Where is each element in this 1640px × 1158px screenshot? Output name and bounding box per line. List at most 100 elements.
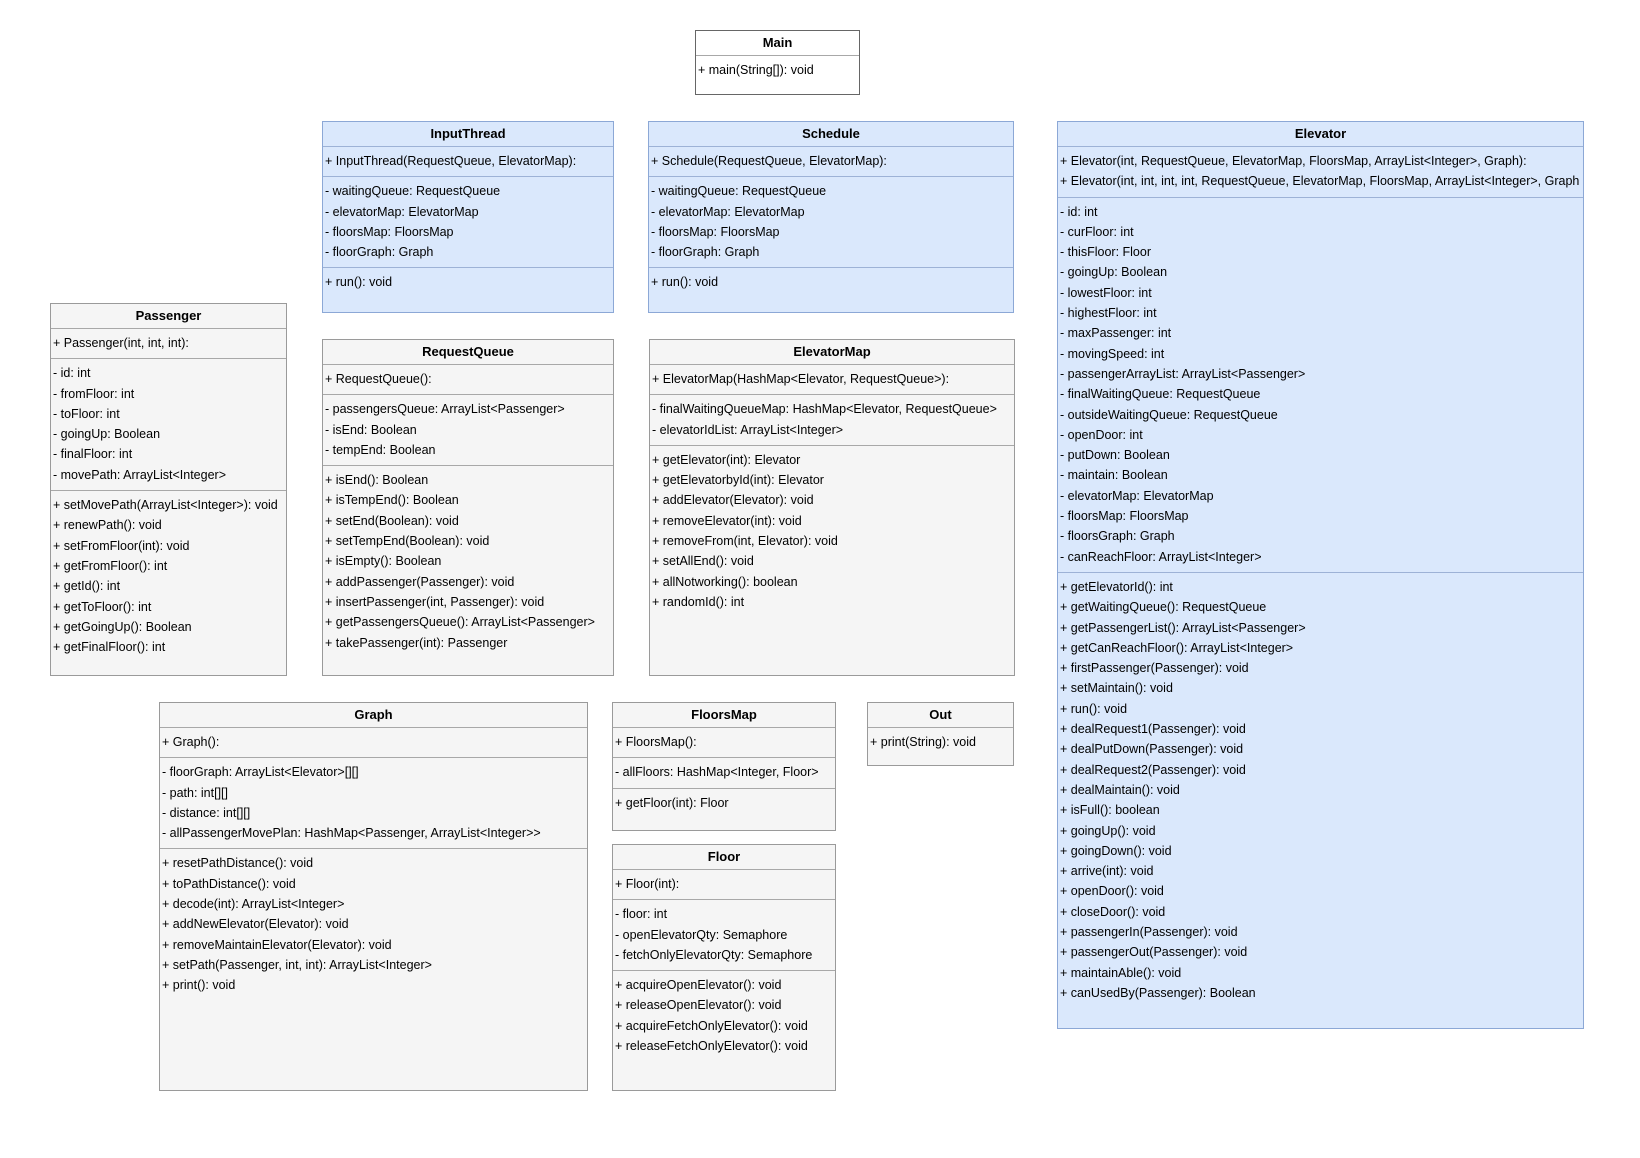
class-member: - movingSpeed: int (1060, 346, 1165, 361)
class-member: - allPassengerMovePlan: HashMap<Passenge… (162, 826, 541, 841)
class-member: + FloorsMap(): (615, 735, 697, 749)
class-member: + run(): void (651, 275, 719, 290)
method-section: + acquireOpenElevator(): void + releaseOp… (613, 971, 835, 1061)
class-member: + isTempEnd(): Boolean (325, 493, 459, 508)
class-member: + acquireOpenElevator(): void (615, 978, 782, 993)
method-section: + getFloor(int): Floor (613, 789, 835, 818)
class-member: - distance: int[][] (162, 805, 251, 820)
class-member: + Schedule(RequestQueue, ElevatorMap): (651, 154, 887, 168)
class-member: + getWaitingQueue(): RequestQueue (1060, 600, 1267, 615)
class-member: + run(): void (325, 275, 393, 290)
attribute-section: - id: int- curFloor: int- thisFloor: Flo… (1058, 198, 1583, 573)
class-member: + dealPutDown(Passenger): void (1060, 742, 1244, 757)
class-graph: Graph+ Graph():- floorGraph: ArrayList<E… (159, 702, 588, 1091)
class-member: - waitingQueue: RequestQueue (325, 184, 501, 199)
class-member: - tempEnd: Boolean (325, 442, 436, 457)
class-title: Passenger (51, 304, 286, 329)
constructor-section: + FloorsMap(): (613, 728, 835, 759)
class-title: Graph (160, 703, 587, 728)
class-member: - floorsMap: FloorsMap (651, 224, 780, 239)
class-request-queue: RequestQueue+ RequestQueue():- passenger… (322, 339, 614, 676)
class-input-thread: InputThread+ InputThread(RequestQueue, E… (322, 121, 614, 313)
class-member: - isEnd: Boolean (325, 422, 417, 437)
attribute-section: - id: int - fromFloor: int - toFloor: int -… (51, 359, 286, 492)
class-member: - openDoor: int (1060, 427, 1143, 442)
class-member: + Passenger(int, int, int): (53, 336, 189, 350)
class-title: InputThread (323, 122, 613, 147)
class-member: + Graph(): (162, 735, 220, 749)
class-member: - lowestFloor: int (1060, 285, 1152, 300)
class-member: + getFinalFloor(): int (53, 640, 166, 655)
class-member: + maintainAble(): void (1060, 965, 1182, 980)
class-member: - finalWaitingQueue: RequestQueue (1060, 387, 1261, 402)
attribute-section: - floor: int- openElevatorQty: Semaphore… (613, 900, 835, 972)
class-member: + main(String[]): void (698, 63, 814, 77)
class-member: + firstPassenger(Passenger): void (1060, 661, 1249, 676)
constructor-section: + InputThread(RequestQueue, ElevatorMap)… (323, 147, 613, 178)
class-title: Out (868, 703, 1013, 728)
class-member: + getPassengersQueue(): ArrayList<Passen… (325, 615, 595, 630)
class-member: - outsideWaitingQueue: RequestQueue (1060, 407, 1278, 422)
class-member: - id: int (53, 366, 91, 381)
class-member: + setTempEnd(Boolean): void (325, 534, 490, 549)
class-member: + allNotworking(): boolean (652, 574, 798, 589)
class-member: + decode(int): ArrayList<Integer> (162, 897, 345, 912)
class-member: + getFromFloor(): int (53, 558, 168, 573)
class-member: + print(): void (162, 978, 236, 993)
class-member: - elevatorMap: ElevatorMap (1060, 488, 1214, 503)
class-elevator-map: ElevatorMap+ ElevatorMap(HashMap<Elevato… (649, 339, 1015, 676)
class-title: ElevatorMap (650, 340, 1014, 365)
class-member: + getElevatorbyId(int): Elevator (652, 473, 824, 488)
class-title: FloorsMap (613, 703, 835, 728)
class-member: + dealRequest2(Passenger): void (1060, 762, 1246, 777)
class-member: + setMovePath(ArrayList<Integer>): void (53, 498, 278, 513)
class-member: + takePassenger(int): Passenger (325, 635, 508, 650)
class-member: + closeDoor(): void (1060, 904, 1166, 919)
class-member: + passengerIn(Passenger): void (1060, 924, 1238, 939)
method-section: + getElevator(int): Elevator+ getElevato… (650, 446, 1014, 617)
class-member: - highestFloor: int (1060, 306, 1157, 321)
class-member: + setFromFloor(int): void (53, 538, 190, 553)
constructor-section: + Passenger(int, int, int): (51, 329, 286, 360)
class-member: + isEnd(): Boolean (325, 473, 429, 488)
class-member: - floorsMap: FloorsMap (325, 224, 454, 239)
class-elevator: Elevator + Elevator(int, RequestQueue, El… (1057, 121, 1584, 1029)
attribute-section: - allFloors: HashMap<Integer, Floor> (613, 758, 835, 789)
class-member: + releaseFetchOnlyElevator(): void (615, 1039, 808, 1054)
class-title: Elevator (1058, 122, 1583, 147)
class-member: + getGoingUp(): Boolean (53, 619, 192, 634)
class-member: - fetchOnlyElevatorQty: Semaphore (615, 947, 813, 962)
class-member: + passengerOut(Passenger): void (1060, 945, 1248, 960)
class-member: + getId(): int (53, 579, 121, 594)
constructor-section: + ElevatorMap(HashMap<Elevator, RequestQ… (650, 365, 1014, 396)
class-member: + removeMaintainElevator(Elevator): void (162, 937, 392, 952)
class-member: + dealRequest1(Passenger): void (1060, 722, 1246, 737)
class-member: - elevatorMap: ElevatorMap (325, 204, 479, 219)
class-member: + isFull(): boolean (1060, 803, 1160, 818)
class-member: - goingUp: Boolean (1060, 265, 1168, 280)
class-member: + getToFloor(): int (53, 599, 152, 614)
attribute-section: - passengersQueue: ArrayList<Passenger>-… (323, 395, 613, 467)
class-member: - canReachFloor: ArrayList<Integer> (1060, 549, 1262, 564)
class-title: Schedule (649, 122, 1013, 147)
class-member: + Elevator(int, int, int, int, RequestQu… (1060, 174, 1580, 189)
class-member: - toFloor: int (53, 406, 120, 421)
class-member: + addNewElevator(Elevator): void (162, 917, 349, 932)
class-member: + goingDown(): void (1060, 843, 1172, 858)
class-member: - curFloor: int (1060, 224, 1134, 239)
class-member: + addPassenger(Passenger): void (325, 574, 515, 589)
class-floor: Floor+ Floor(int):- floor: int- openElev… (612, 844, 836, 1091)
class-member: - passengerArrayList: ArrayList<Passenge… (1060, 366, 1306, 381)
method-section: + getElevatorId(): int+ getWaitingQueue(… (1058, 573, 1583, 1008)
class-member: - fromFloor: int (53, 386, 135, 401)
class-member: + toPathDistance(): void (162, 876, 296, 891)
class-out: Out+ print(String): void (867, 702, 1014, 766)
constructor-section: + Elevator(int, RequestQueue, ElevatorMa… (1058, 147, 1583, 198)
class-member: - finalFloor: int (53, 447, 133, 462)
class-member: + releaseOpenElevator(): void (615, 998, 782, 1013)
class-member: + setPath(Passenger, int, int): ArrayLis… (162, 957, 432, 972)
method-section: + run(): void (323, 268, 613, 297)
class-member: + Elevator(int, RequestQueue, ElevatorMa… (1060, 154, 1527, 168)
class-member: - waitingQueue: RequestQueue (651, 184, 827, 199)
class-passenger: Passenger + Passenger(int, int, int): - id… (50, 303, 287, 676)
